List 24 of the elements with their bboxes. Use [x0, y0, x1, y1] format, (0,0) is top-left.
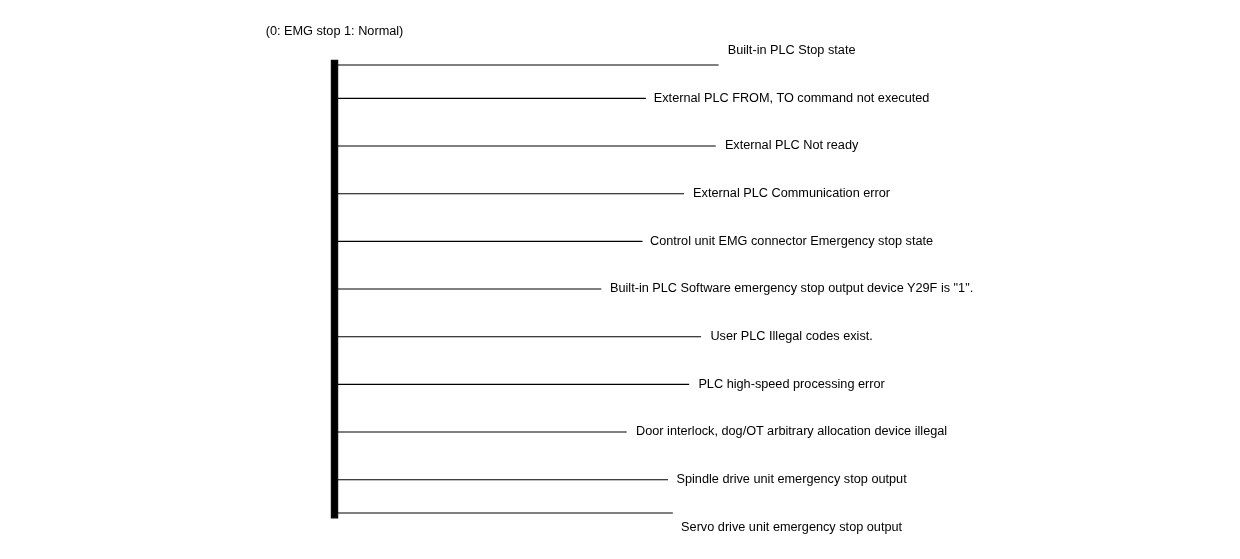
node-text: Servo drive unit emergency stop output [681, 518, 903, 534]
node-text: Control unit EMG connector Emergency stop state [650, 232, 934, 248]
connector [337, 512, 674, 514]
node-text: External PLC Not ready [724, 137, 859, 153]
connector [337, 64, 720, 66]
label: (0: EMG stop 1: Normal) [265, 22, 404, 38]
node-text: External PLC FROM, TO command not executed [653, 89, 930, 105]
connector [337, 431, 628, 433]
connector [337, 383, 690, 385]
node-text: External PLC Communication error [693, 184, 891, 200]
node-bar [330, 59, 339, 519]
connector [337, 479, 669, 481]
connector [337, 193, 685, 195]
connector [337, 97, 647, 99]
connector [337, 336, 702, 338]
node-text: Spindle drive unit emergency stop output [676, 471, 907, 486]
node-text: Door interlock, dog/OT arbitrary allocation device illegal [636, 423, 948, 439]
connector [337, 240, 644, 242]
connector [337, 145, 717, 147]
connector [337, 288, 602, 290]
node-text: PLC high-speed processing error [698, 375, 885, 391]
node-text: Built-in PLC Stop state [727, 41, 856, 57]
node-text: User PLC Illegal codes exist. [710, 327, 873, 343]
node-text: Built-in PLC Software emergency stop output device Y29F is "1". [609, 280, 974, 296]
